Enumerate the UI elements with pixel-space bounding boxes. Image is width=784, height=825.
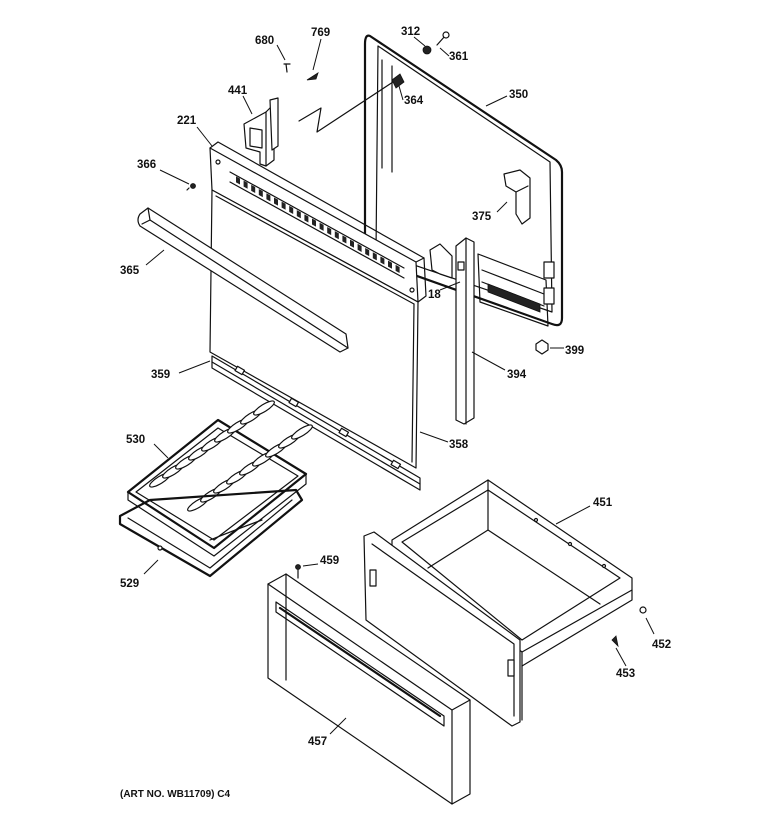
label-366: 366	[137, 159, 156, 171]
label-364: 364	[404, 95, 424, 107]
louver-slot	[342, 235, 347, 244]
label-221: 221	[177, 115, 197, 127]
louver-slot	[296, 210, 301, 219]
label-361: 361	[449, 51, 469, 63]
part-459-screw	[295, 564, 301, 579]
louver-slot	[258, 189, 263, 198]
louver-slot	[243, 180, 248, 189]
louver-slot	[266, 193, 271, 202]
louver-slot	[251, 184, 256, 193]
label-358: 358	[449, 439, 469, 451]
label-529: 529	[120, 578, 139, 590]
louver-slot	[281, 201, 286, 210]
part-394-rail	[455, 237, 475, 425]
part-451-drawer-body	[391, 479, 633, 721]
label-452: 452	[652, 639, 671, 651]
label-365: 365	[120, 265, 140, 277]
label-769: 769	[311, 27, 330, 39]
louver-slot	[289, 205, 294, 215]
art-number: (ART NO. WB11709) C4	[120, 789, 230, 800]
label-680: 680	[255, 35, 274, 47]
louver-slot	[334, 231, 339, 240]
part-221-control-panel	[209, 141, 427, 303]
part-350-side-panel	[363, 34, 564, 327]
leader-lines	[143, 36, 655, 735]
louver-slot	[312, 218, 316, 227]
louver-slot	[327, 226, 332, 236]
part-labels: 680 769 312 361 364 350 441 221 366 375 …	[120, 26, 671, 748]
louver-slot	[357, 243, 362, 252]
louver-slot	[372, 252, 377, 261]
label-18: 18	[428, 289, 441, 301]
label-375: 375	[472, 211, 492, 223]
louver-slot	[388, 260, 392, 269]
label-350: 350	[509, 89, 528, 101]
louver-slot	[319, 222, 324, 231]
part-312-361-screws	[391, 31, 450, 89]
part-457-drawer-front	[267, 573, 471, 805]
label-359: 359	[151, 369, 170, 381]
label-312: 312	[401, 26, 420, 38]
label-530: 530	[126, 434, 145, 446]
louver-slot	[365, 248, 370, 257]
label-394: 394	[507, 369, 527, 381]
part-530-broiler-grid	[126, 400, 313, 557]
label-441: 441	[228, 85, 248, 97]
part-359-bottom-trim	[211, 355, 421, 491]
label-453: 453	[616, 668, 635, 680]
label-451: 451	[593, 497, 613, 509]
louver-slot	[395, 264, 400, 274]
grid-slot	[291, 424, 313, 440]
part-drawer-side-panel	[363, 531, 521, 727]
label-457: 457	[308, 736, 327, 748]
label-459: 459	[320, 555, 339, 567]
part-441-hinge-bracket	[243, 97, 279, 167]
grid-slot	[253, 400, 275, 416]
louver-slot	[304, 214, 309, 223]
louver-slot	[380, 256, 385, 265]
part-452-453-fasteners	[611, 606, 647, 648]
louver-slot	[350, 239, 354, 248]
louver-slot	[274, 197, 278, 206]
part-365-handle	[137, 207, 349, 353]
part-529-broiler-pan	[118, 488, 304, 578]
label-399: 399	[565, 345, 584, 357]
part-399-nut	[535, 339, 549, 355]
part-375-bracket	[503, 169, 531, 225]
louver-slot	[236, 176, 240, 185]
part-769-wire	[283, 63, 394, 133]
part-366-screw	[186, 183, 196, 191]
